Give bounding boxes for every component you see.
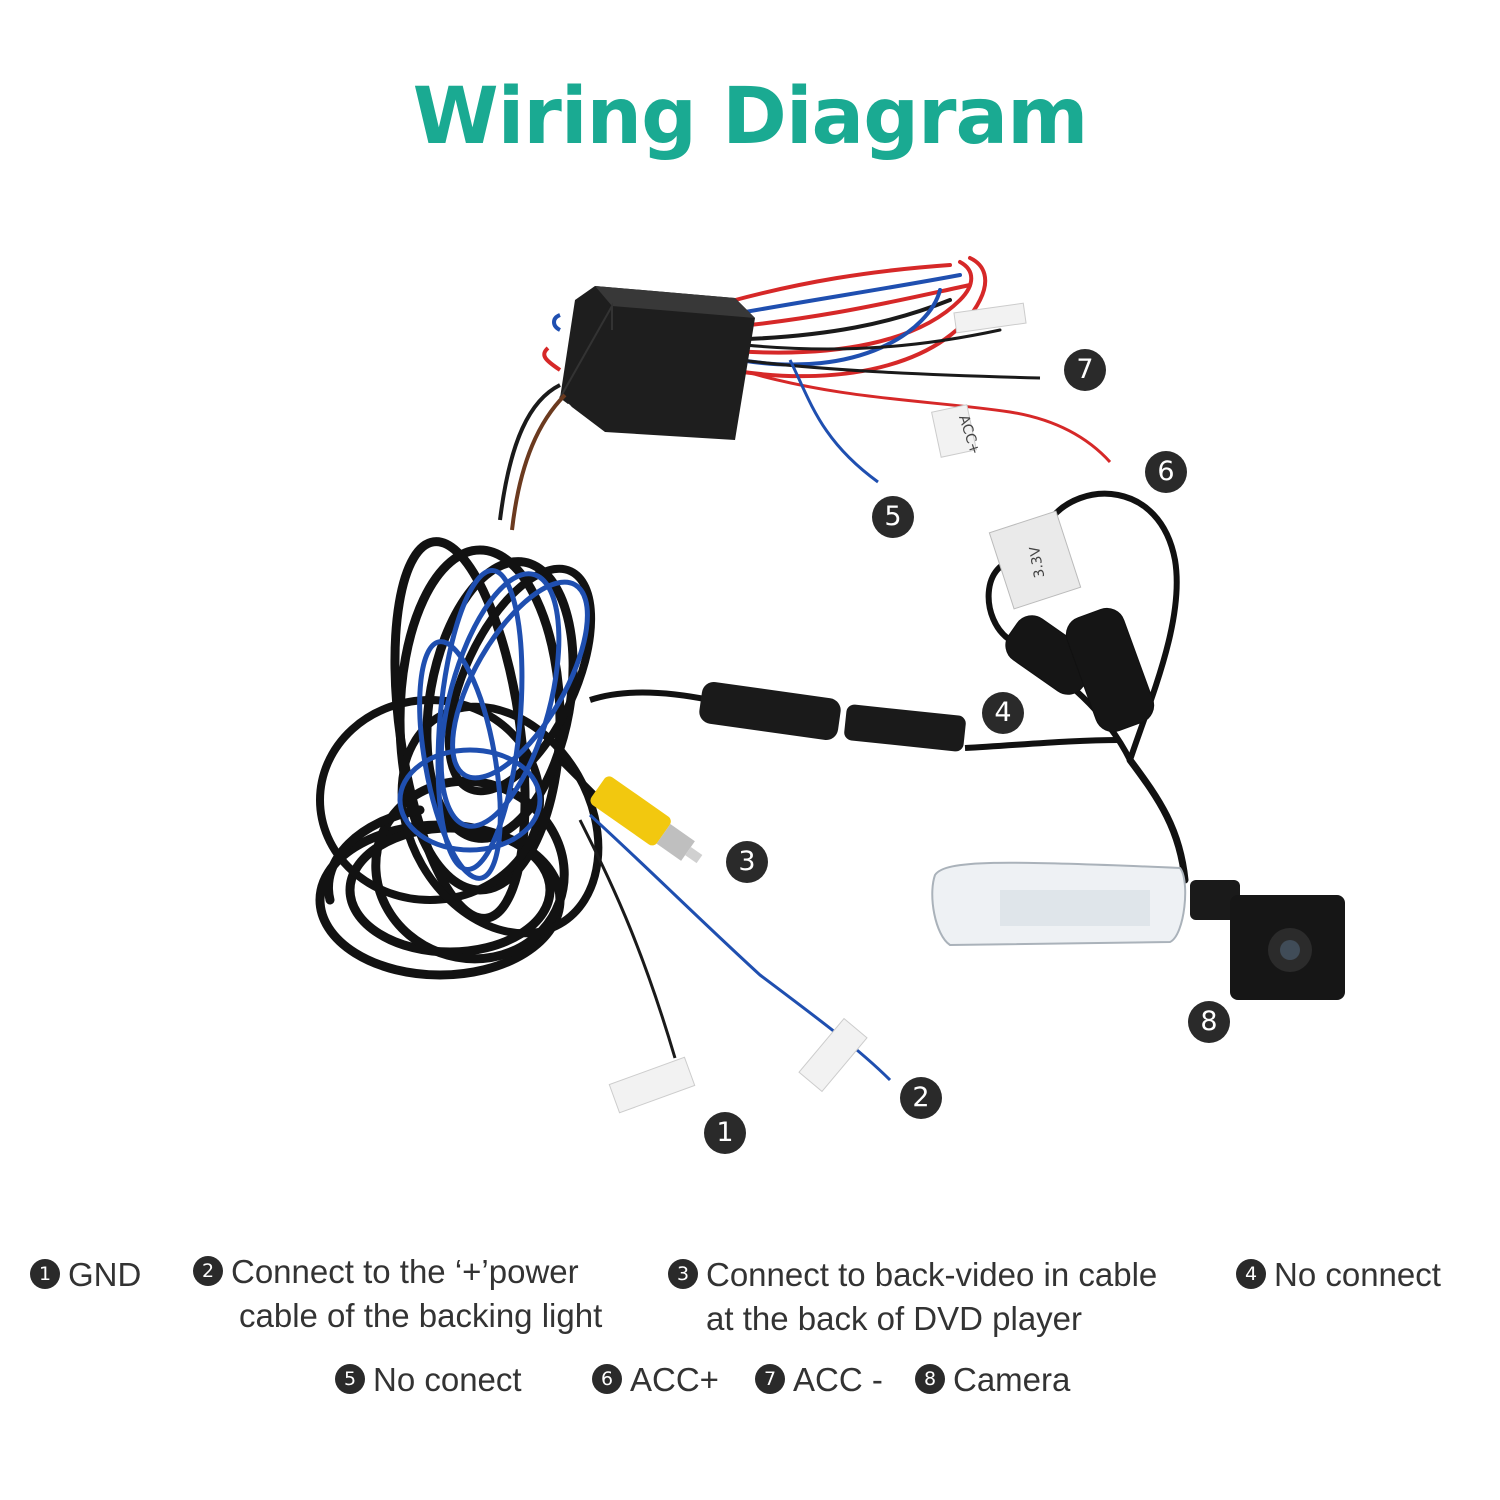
connector-4 [699,682,966,752]
wire-gnd [578,819,677,1059]
legend-text: Camera [953,1361,1071,1398]
camera-cable [985,490,1189,884]
camera-unit [931,861,1345,1000]
acc-plus-tag: ACC+ [931,404,983,458]
legend-text: ACC+ [630,1361,719,1398]
relay-box [559,286,755,440]
legend-number: 7 [755,1364,785,1395]
wire-acc-plus [739,368,1112,464]
legend-text: GND [68,1256,142,1293]
legend-number: 5 [335,1364,365,1395]
legend-number: 2 [193,1256,223,1287]
legend-text: No connect [1274,1256,1441,1293]
marker-7: 7 [1064,349,1106,391]
rca-connector [590,776,703,864]
legend-number: 8 [915,1364,945,1395]
wire-acc-minus [739,358,1041,380]
marker-3: 3 [726,841,768,883]
legend-text: Connect to the ‘+’power [231,1253,579,1290]
marker-4: 4 [982,692,1024,734]
marker-1: 1 [704,1112,746,1154]
legend-item-power: 2 Connect to the ‘+’power cable of the bac… [193,1250,602,1338]
legend-text: Connect to back-video in cable [706,1256,1158,1293]
legend-number: 1 [30,1259,60,1290]
marker-6: 6 [1145,451,1187,493]
warning-tag [988,510,1082,610]
legend-item-acc-plus: 6 ACC+ [592,1358,719,1402]
legend-number: 6 [592,1364,622,1395]
legend-number: 4 [1236,1259,1266,1290]
marker-5: 5 [872,496,914,538]
blue-coil [397,568,590,881]
marker-8: 8 [1188,1001,1230,1043]
voltage-tag-text: 3.3V [1027,545,1048,580]
legend-item-no-connect: 4 No connect [1236,1253,1441,1297]
wire-no-connect-5 [788,359,879,484]
coiled-cable [315,537,603,980]
legend-text: at the back of DVD player [706,1300,1083,1337]
page-title: Wiring Diagram [412,72,1089,162]
legend-item-camera: 8 Camera [915,1358,1070,1402]
legend-item-video: 3 Connect to back-video in cable at the ba… [668,1253,1157,1341]
legend-number: 3 [668,1259,698,1290]
legend-item-gnd: 1 GND [30,1253,141,1297]
marker-2: 2 [900,1077,942,1119]
legend-text: No conect [373,1361,522,1398]
legend-item-no-conect: 5 No conect [335,1358,522,1402]
legend-text: cable of the backing light [239,1297,603,1334]
legend-text: ACC - [793,1361,883,1398]
legend-item-acc-minus: 7 ACC - [755,1358,883,1402]
